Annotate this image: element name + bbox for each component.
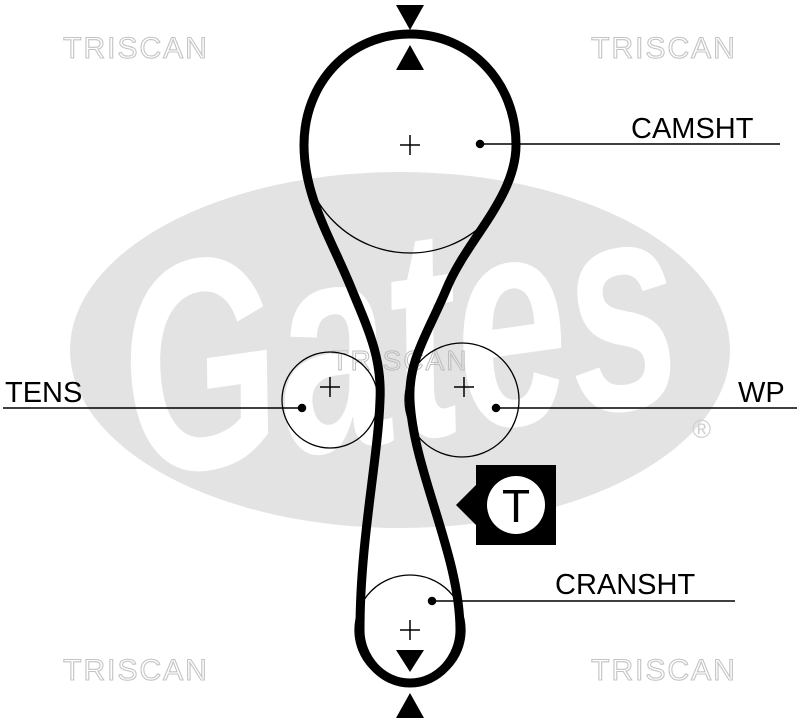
- tensioner-badge-circle: [487, 476, 545, 534]
- tensioner-center-mark: [320, 377, 340, 397]
- tensioner-badge-letter: T: [502, 480, 530, 532]
- tensioner-badge: T: [456, 465, 556, 545]
- gates-logo-text: Gates: [97, 131, 698, 542]
- gates-logo-oval: [70, 172, 730, 528]
- water-pump-pulley: [404, 342, 520, 458]
- tensioner-badge-arrow: [456, 485, 476, 525]
- water-pump-label: WP: [738, 377, 785, 409]
- gates-logo: Gates ®: [70, 131, 730, 542]
- watermark-bottom-right: TRISCAN: [591, 654, 737, 687]
- bottom-timing-mark: [396, 650, 424, 718]
- water-pump-center-mark: [454, 377, 474, 397]
- camshaft-leader: [475, 139, 780, 149]
- crankshaft-label: CRANSHT: [555, 569, 695, 601]
- watermark-top-right: TRISCAN: [591, 32, 737, 65]
- camshaft-center-mark: [400, 135, 420, 155]
- watermark-center: TRISCAN: [332, 345, 469, 376]
- tensioner-label: TENS: [5, 377, 82, 409]
- timing-belt: [299, 29, 521, 688]
- camshaft-label: CAMSHT: [631, 113, 754, 145]
- tensioner-leader: [3, 403, 307, 413]
- crankshaft-center-mark: [400, 620, 420, 640]
- watermark-bottom-left: TRISCAN: [63, 654, 209, 687]
- water-pump-leader: [491, 403, 797, 413]
- top-timing-mark: [396, 5, 424, 70]
- watermark-top-left: TRISCAN: [63, 32, 209, 65]
- registered-mark: ®: [692, 414, 711, 444]
- crankshaft-leader: [427, 596, 735, 606]
